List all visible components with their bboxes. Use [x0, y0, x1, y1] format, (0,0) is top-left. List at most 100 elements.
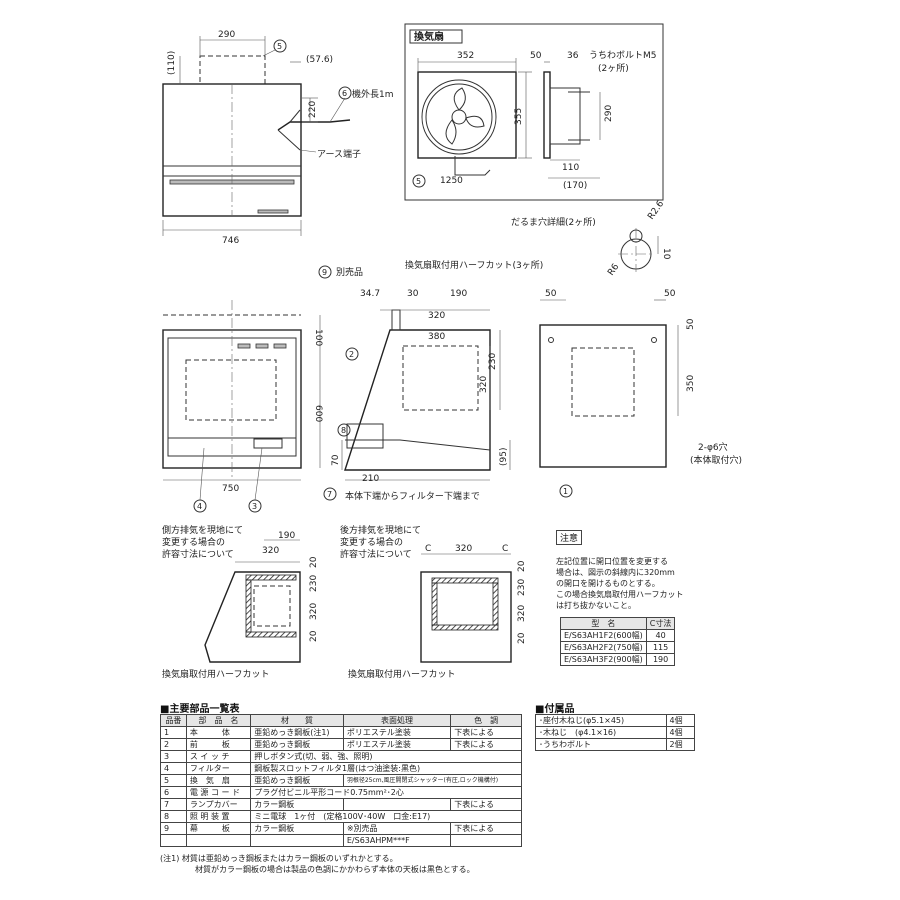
- mid-front-view: 100 600 750 9 別売品 4 3: [162, 265, 363, 513]
- hole-label: 2-φ6穴: [698, 441, 728, 453]
- svg-text:320: 320: [309, 603, 319, 620]
- svg-text:側方排気を現地にて: 側方排気を現地にて: [162, 524, 243, 536]
- dim-320-v: 320: [479, 376, 489, 393]
- svg-text:C: C: [502, 544, 508, 554]
- dim-110: (110): [167, 51, 177, 75]
- svg-text:後方排気を現地にて: 後方排気を現地にて: [340, 524, 421, 536]
- dim-230: 230: [488, 353, 498, 370]
- hole-sub: (本体取付穴): [690, 454, 742, 466]
- fan-title: 換気扇: [414, 30, 444, 43]
- d10-label: 10: [661, 248, 671, 260]
- svg-text:20: 20: [517, 560, 527, 572]
- table-row: E/S63AH1F2(600幅)40: [560, 629, 676, 642]
- front-view: 290 (110) (57.6) 220 746 機外長1m アース端子 5 6: [162, 30, 394, 246]
- duct-outline: [199, 55, 266, 85]
- svg-text:4: 4: [197, 502, 202, 511]
- side-allowance: 側方排気を現地にて 変更する場合の 許容寸法について 190 320 20 23…: [162, 524, 319, 680]
- light-slot: [257, 209, 289, 214]
- fan-panel: [417, 71, 517, 159]
- dim-220: 220: [308, 101, 318, 118]
- dim-380: 380: [428, 332, 445, 342]
- svg-text:190: 190: [278, 531, 295, 541]
- caution-line-3: の開口を開けるものとする。: [556, 579, 660, 588]
- mid-back-view: 50 50 50 350 2-φ6穴 (本体取付穴) 1: [539, 289, 742, 498]
- dim-210: 210: [362, 474, 379, 484]
- dim-350: 350: [686, 375, 696, 392]
- back-panel: [539, 324, 667, 468]
- halfcut-label-lower-center: 換気扇取付用ハーフカット: [348, 668, 455, 680]
- table-row: ･木ねじ (φ4.1×16)4個: [535, 726, 696, 739]
- dim-34-7: 34.7: [360, 289, 380, 299]
- caution-title: 注意: [556, 530, 583, 545]
- dim-352: 352: [457, 51, 474, 61]
- dim-100: 100: [313, 329, 323, 346]
- caution-line-2: 場合は、図示の斜線内に320mm: [556, 568, 675, 577]
- dim-320-top: 320: [428, 311, 445, 321]
- dim-50-c: 50: [686, 318, 696, 330]
- svg-text:7: 7: [327, 490, 332, 499]
- filter-note: 本体下端からフィルター下端まで: [345, 490, 480, 502]
- halfcut-label: 換気扇取付用ハーフカット(3ヶ所): [405, 259, 543, 271]
- dim-190: 190: [450, 289, 467, 299]
- side-outline: [344, 329, 491, 471]
- fan-side-plate: [543, 71, 551, 159]
- dim-36: 36: [567, 51, 579, 61]
- dim-50: 50: [530, 51, 542, 61]
- dim-70: 70: [331, 454, 341, 466]
- bolt-label: うちわボルトM5: [589, 50, 657, 61]
- dim-750: 750: [222, 484, 239, 494]
- caution-line-4: この場合換気扇取付用ハーフカット: [556, 590, 684, 599]
- svg-text:20: 20: [309, 630, 319, 642]
- parts-title: ■主要部品一覧表: [160, 704, 240, 715]
- dim-600: 600: [313, 405, 323, 422]
- fan-view: 換気扇 352 355 1250 5 50 36 うちわボルトM5 (2ヶ所) …: [404, 23, 664, 201]
- svg-text:6: 6: [342, 89, 347, 98]
- fan-ring: [421, 79, 497, 155]
- daruma-title: だるま穴詳細(2ヶ所): [511, 216, 596, 228]
- r6-label: R6: [606, 262, 621, 278]
- svg-text:1: 1: [563, 487, 568, 496]
- svg-text:5: 5: [416, 177, 421, 186]
- dim-170: (170): [563, 181, 587, 191]
- mid-side-view: 34.7 30 190 320 380 230 320 70 210 (95) …: [323, 259, 543, 502]
- dim-110-fan: 110: [562, 163, 579, 173]
- svg-text:20: 20: [309, 556, 319, 568]
- dim-746: 746: [222, 236, 239, 246]
- dim-355: 355: [514, 108, 524, 125]
- svg-text:C: C: [425, 544, 431, 554]
- svg-text:5: 5: [277, 42, 282, 51]
- svg-text:変更する場合の: 変更する場合の: [340, 536, 403, 548]
- halfcut-label-lower-left: 換気扇取付用ハーフカット: [162, 668, 269, 680]
- dim-57-6: (57.6): [306, 55, 333, 65]
- callout-6: [338, 86, 352, 100]
- svg-text:変更する場合の: 変更する場合の: [162, 536, 225, 548]
- bolt-count: (2ヶ所): [598, 63, 629, 74]
- accessories-table: ･座付木ねじ(φ5.1×45)4個 ･木ねじ (φ4.1×16)4個 ･うちわボ…: [535, 714, 696, 751]
- svg-text:20: 20: [517, 632, 527, 644]
- r26-label: R2.6: [646, 199, 666, 222]
- parts-note-2: 材質がカラー鋼板の場合は製品の色調にかかわらず本体の天板は黒色とする。: [195, 865, 475, 874]
- svg-text:許容寸法について: 許容寸法について: [162, 548, 234, 560]
- svg-text:320: 320: [517, 605, 527, 622]
- svg-text:230: 230: [517, 579, 527, 596]
- svg-text:許容寸法について: 許容寸法について: [340, 548, 412, 560]
- parts-note-1: (注1) 材質は亜鉛めっき鋼板またはカラー鋼板のいずれかとする。: [160, 854, 398, 863]
- separate-label: 別売品: [336, 266, 363, 278]
- dim-1250: 1250: [440, 176, 463, 186]
- dim-50-b: 50: [664, 289, 676, 299]
- dim-30: 30: [407, 289, 419, 299]
- dim-50-a: 50: [545, 289, 557, 299]
- table-row: E/S63AHPM***F: [160, 834, 522, 847]
- cord-label: 機外長1m: [352, 88, 394, 100]
- svg-text:230: 230: [309, 575, 319, 592]
